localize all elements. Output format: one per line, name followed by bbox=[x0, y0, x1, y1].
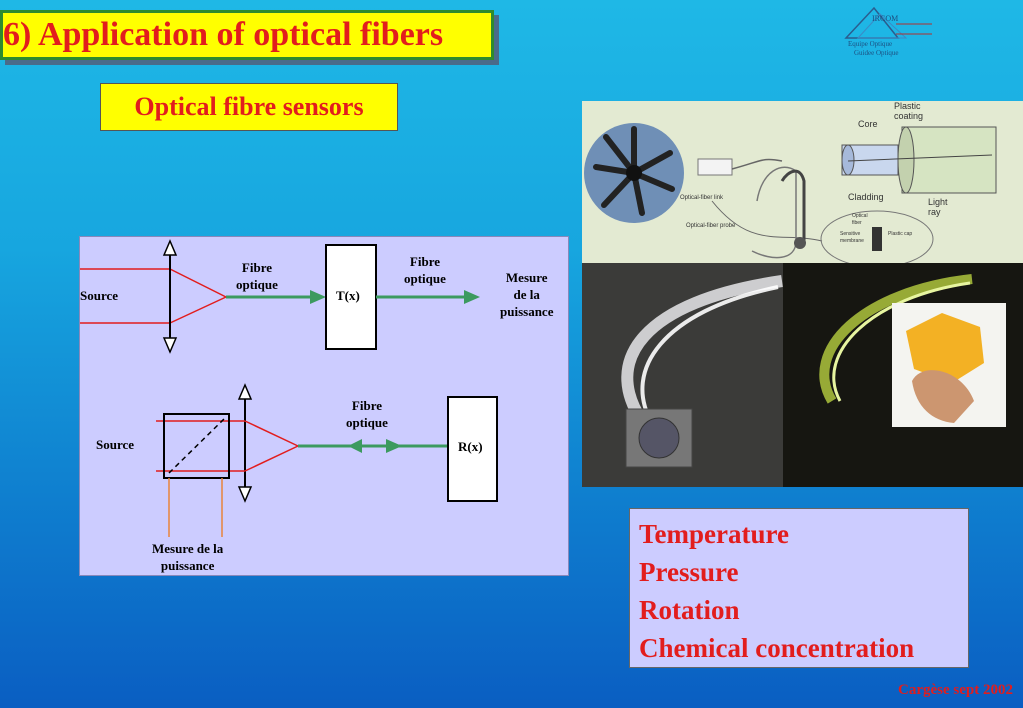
label-cladding: Cladding bbox=[848, 192, 884, 202]
top-box-label: T(x) bbox=[336, 288, 360, 303]
fibre-sensor-diagram: Source Fibre optique T(x) Fibre optique … bbox=[79, 236, 569, 576]
application-item: Pressure bbox=[639, 557, 739, 587]
output-arrow-icon bbox=[464, 290, 480, 304]
label-link: Optical-fiber link bbox=[680, 195, 724, 201]
application-item: Chemical concentration bbox=[639, 633, 915, 663]
logo-line2: Guidee Optique bbox=[854, 49, 899, 57]
label-sensitive-membrane: Sensitive membrane bbox=[840, 231, 864, 244]
applications-list: Temperature Pressure Rotation Chemical c… bbox=[629, 508, 969, 668]
label-plastic-cap: Plastic cap bbox=[888, 231, 913, 237]
return-arrow-icon bbox=[348, 439, 362, 453]
slide-footer: Cargèse sept 2002 bbox=[898, 682, 1013, 698]
label-light-ray: Light ray bbox=[928, 197, 948, 217]
slide-subtitle: Optical fibre sensors bbox=[100, 83, 398, 131]
ircom-logo: IRCOM Equipe Optique Guidee Optique bbox=[836, 4, 936, 60]
transmission-box bbox=[325, 244, 377, 350]
label-optical-fiber: Optical fiber bbox=[852, 213, 868, 226]
top-measure-label: Mesure de la puissance bbox=[500, 270, 554, 319]
lens-arrow-down-icon bbox=[162, 337, 178, 354]
application-item: Rotation bbox=[639, 595, 740, 625]
photo-illustration bbox=[582, 101, 1023, 487]
fibre-sensor-photo: Plastic coating Core Cladding Light ray … bbox=[582, 101, 1023, 487]
lens2-arrow-down-icon bbox=[237, 486, 253, 503]
label-core: Core bbox=[858, 119, 878, 129]
bottom-measure-label: Mesure de la puissance bbox=[152, 541, 224, 573]
label-probe: Optical-fiber probe bbox=[686, 223, 736, 229]
lens2-arrow-up-icon bbox=[237, 383, 253, 400]
top-fibre2-label: Fibre optique bbox=[404, 254, 446, 286]
logo-name: IRCOM bbox=[872, 14, 899, 23]
fibre-arrow-icon bbox=[310, 290, 326, 304]
reflection-box bbox=[447, 396, 498, 502]
logo-line1: Equipe Optique bbox=[848, 40, 893, 48]
top-setup bbox=[80, 239, 480, 354]
lens-arrow-up-icon bbox=[162, 239, 178, 256]
bottom-box-label: R(x) bbox=[458, 439, 483, 454]
logo-triangle-icon bbox=[844, 6, 932, 39]
top-source-label: Source bbox=[80, 288, 119, 303]
bottom-fibre-label: Fibre optique bbox=[346, 398, 388, 430]
diagram-drawing bbox=[80, 239, 498, 537]
top-fibre1-label: Fibre optique bbox=[236, 260, 278, 292]
forward-arrow-icon bbox=[386, 439, 402, 453]
bottom-source-label: Source bbox=[96, 437, 135, 452]
application-item: Temperature bbox=[639, 519, 789, 549]
label-plastic-coating: Plastic coating bbox=[894, 101, 924, 121]
beam-splitter-cube bbox=[163, 413, 230, 479]
slide-title: 6) Application of optical fibers bbox=[0, 10, 494, 60]
bottom-setup bbox=[156, 383, 498, 537]
